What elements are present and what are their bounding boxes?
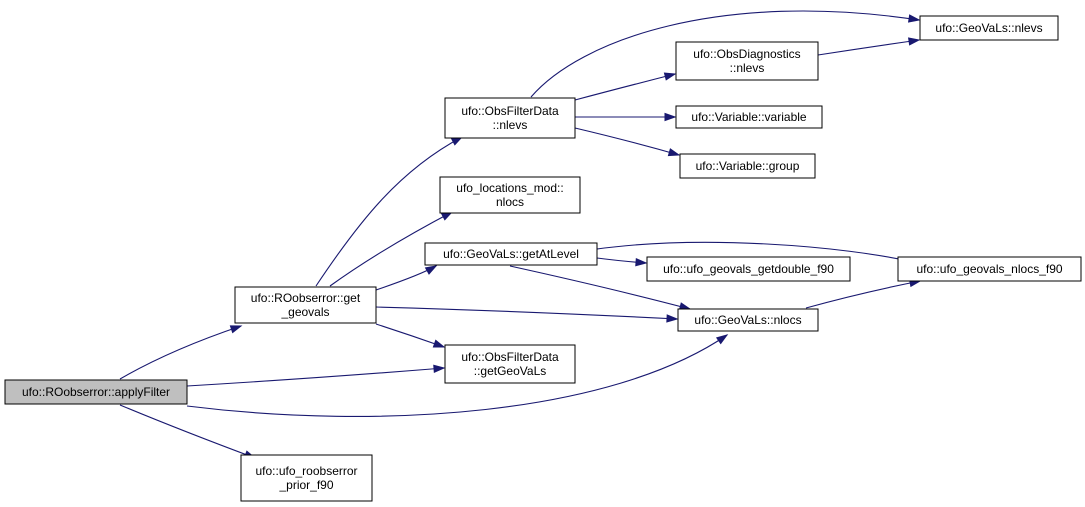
arrowhead-icon: [664, 112, 677, 122]
node-box: [240, 454, 373, 502]
edge-get_geovals-to-getAtLevel: [375, 265, 438, 291]
node-roob_prior[interactable]: ufo::ufo_roobserror_prior_f90: [240, 454, 373, 502]
node-applyFilter[interactable]: ufo::ROobserror::applyFilter: [4, 379, 188, 405]
edge-ofd_nlevs-to-var_variable: [575, 112, 677, 122]
node-label: ufo::Variable::group: [696, 159, 800, 173]
node-loc_nlocs[interactable]: ufo_locations_mod::nlocs: [439, 176, 581, 214]
node-box: [444, 97, 576, 139]
node-label: ufo::ufo_roobserror: [255, 464, 357, 478]
edge-get_geovals-to-gv_nlocs: [375, 306, 679, 323]
node-box: [234, 286, 377, 324]
arrowhead-icon: [229, 325, 243, 334]
node-gv_nlocs[interactable]: ufo::GeoVaLs::nlocs: [677, 308, 819, 332]
edge-applyFilter-to-ofd_getGeoVaLs: [186, 364, 446, 387]
node-box: [675, 41, 819, 81]
node-label: ufo::ObsFilterData: [461, 350, 559, 364]
node-label: ufo::ROobserror::get: [251, 291, 361, 305]
node-obsdiag_nlevs[interactable]: ufo::ObsDiagnostics::nlevs: [675, 41, 819, 81]
node-label: ::nlevs: [493, 118, 528, 132]
node-box: [679, 153, 816, 179]
node-box: [897, 256, 1082, 282]
edge-applyFilter-to-get_geovals: [119, 325, 243, 380]
node-label: ufo::GeoVaLs::getAtLevel: [443, 247, 579, 261]
node-gv_nlevs[interactable]: ufo::GeoVaLs::nlevs: [919, 15, 1059, 41]
arrowhead-icon: [424, 265, 438, 275]
edge-applyFilter-to-gv_nlocs: [186, 334, 729, 417]
edge-get_geovals-to-ofd_getGeoVaLs: [375, 323, 446, 348]
node-box: [675, 105, 823, 129]
node-getAtLevel[interactable]: ufo::GeoVaLs::getAtLevel: [424, 242, 598, 266]
node-var_group[interactable]: ufo::Variable::group: [679, 153, 816, 179]
node-box: [424, 242, 598, 266]
edge-obsdiag_nlevs-to-gv_nlevs: [817, 37, 921, 56]
edge-ofd_nlevs-to-obsdiag_nlevs: [574, 72, 677, 101]
node-get_geovals[interactable]: ufo::ROobserror::get_geovals: [234, 286, 377, 324]
node-label: ufo::ufo_geovals_nlocs_f90: [916, 262, 1062, 276]
node-ofd_nlevs[interactable]: ufo::ObsFilterData::nlevs: [444, 97, 576, 139]
edge-getAtLevel-to-getdouble: [596, 257, 648, 267]
edge-ofd_nlevs-to-var_group: [574, 127, 681, 157]
node-label: ufo::ROobserror::applyFilter: [22, 385, 170, 399]
node-getdouble[interactable]: ufo::ufo_geovals_getdouble_f90: [646, 256, 851, 282]
edge-applyFilter-to-roob_prior: [119, 404, 257, 459]
node-label: nlocs: [496, 195, 524, 209]
node-label: ufo::ufo_geovals_getdouble_f90: [663, 262, 834, 276]
node-label: ufo_locations_mod::: [456, 181, 563, 195]
arrowhead-icon: [635, 258, 648, 267]
node-label: ::nlevs: [730, 61, 765, 75]
arrowhead-icon: [432, 339, 446, 348]
node-box: [444, 344, 576, 384]
node-label: ::getGeoVaLs: [474, 364, 547, 378]
node-label: _geovals: [280, 305, 329, 319]
edge-ofd_nlevs-to-gv_nlevs: [530, 10, 921, 98]
node-box: [439, 176, 581, 214]
arrowhead-icon: [666, 314, 679, 323]
arrowhead-icon: [433, 364, 446, 374]
arrowhead-icon: [715, 334, 729, 345]
node-box: [919, 15, 1059, 41]
node-box: [646, 256, 851, 282]
node-nlocs_f90[interactable]: ufo::ufo_geovals_nlocs_f90: [897, 256, 1082, 282]
arrowhead-icon: [667, 148, 681, 157]
node-layer: ufo::ROobserror::applyFilter ufo::ROobser…: [4, 15, 1082, 502]
arrowhead-icon: [908, 37, 921, 46]
node-ofd_getGeoVaLs[interactable]: ufo::ObsFilterData::getGeoVaLs: [444, 344, 576, 384]
node-box: [677, 308, 819, 332]
node-label: ufo::GeoVaLs::nlevs: [935, 21, 1042, 35]
edge-gv_nlocs-to-nlocs_f90: [805, 278, 922, 309]
node-label: _prior_f90: [278, 478, 333, 492]
node-var_variable[interactable]: ufo::Variable::variable: [675, 105, 823, 129]
node-box: [4, 379, 188, 405]
node-label: ufo::GeoVaLs::nlocs: [694, 313, 801, 327]
node-label: ufo::Variable::variable: [691, 110, 807, 124]
edge-getAtLevel-to-gv_nlocs: [509, 265, 692, 311]
node-label: ufo::ObsFilterData: [461, 104, 559, 118]
arrowhead-icon: [907, 14, 921, 23]
node-label: ufo::ObsDiagnostics: [693, 47, 800, 61]
arrowhead-icon: [663, 72, 677, 81]
